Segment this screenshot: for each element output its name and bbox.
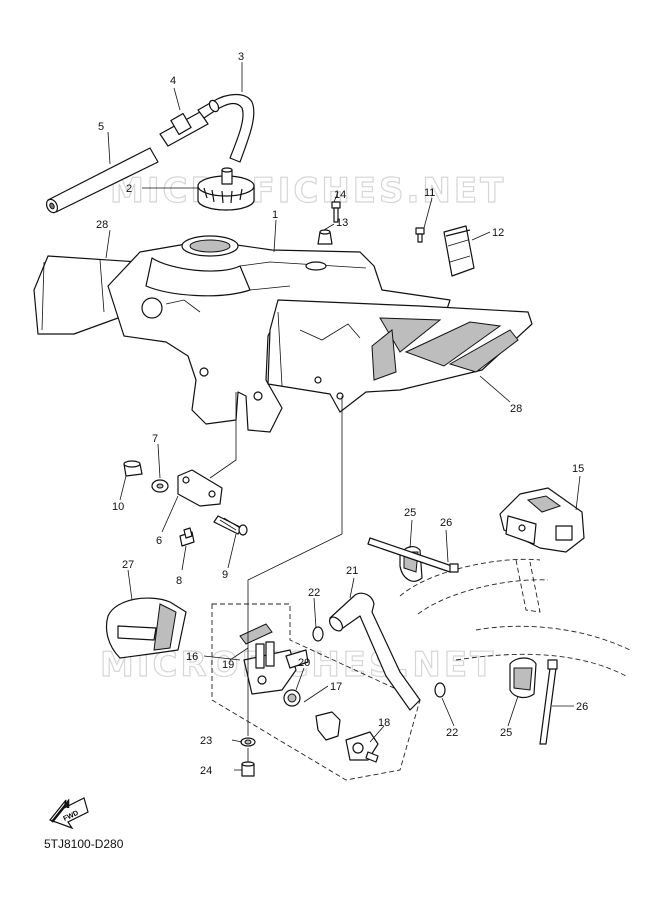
callout-25-upper: 25 <box>404 507 416 519</box>
callout-26-upper: 26 <box>440 517 452 529</box>
callout-8: 8 <box>176 575 182 587</box>
fuel-tank-1 <box>33 235 533 433</box>
callout-4: 4 <box>170 75 176 87</box>
damper-13 <box>317 229 333 245</box>
bolt-9 <box>213 515 248 536</box>
callout-20: 20 <box>298 657 310 669</box>
bracket-15 <box>499 487 585 553</box>
bolt-24 <box>241 761 255 777</box>
callout-14: 14 <box>334 189 346 201</box>
fuel-cap-2 <box>197 167 255 211</box>
callout-6: 6 <box>156 535 162 547</box>
callout-25-lower: 25 <box>500 727 512 739</box>
callout-26-lower: 26 <box>576 701 588 713</box>
fwd-arrow-icon: FWD <box>49 797 89 830</box>
lever-19 <box>239 623 273 645</box>
callout-22-upper: 22 <box>308 587 320 599</box>
bracket-6 <box>177 469 223 507</box>
callout-15: 15 <box>572 463 584 475</box>
callout-3: 3 <box>238 51 244 63</box>
callout-5: 5 <box>98 121 104 133</box>
breather-hose-3 <box>208 93 255 163</box>
callout-1: 1 <box>272 209 278 221</box>
washer-23 <box>240 737 256 747</box>
callout-28-right: 28 <box>510 403 522 415</box>
clip-22-lower <box>434 682 446 698</box>
callout-19: 19 <box>222 659 234 671</box>
bolt-14 <box>331 201 341 223</box>
plate-18 <box>345 731 379 763</box>
callout-13: 13 <box>336 217 348 229</box>
callout-12: 12 <box>492 227 504 239</box>
damper-7 <box>151 479 169 493</box>
check-valve-4 <box>159 101 217 147</box>
callout-2: 2 <box>126 183 132 195</box>
cable-tie-26-lower <box>539 659 558 745</box>
cable-tie-26-upper <box>367 537 459 573</box>
callout-17: 17 <box>330 681 342 693</box>
fuel-cock-16 <box>243 641 309 695</box>
clip-22-upper <box>312 626 324 642</box>
frame-outline <box>399 558 631 677</box>
callout-9: 9 <box>222 569 228 581</box>
callout-23: 23 <box>200 735 212 747</box>
bracket-12 <box>443 225 475 277</box>
cover-27 <box>105 597 187 659</box>
diagram-code: 5TJ8100-D280 <box>44 837 124 851</box>
fuel-hose-21 <box>328 592 421 711</box>
bolt-11 <box>415 227 425 243</box>
callout-22-lower: 22 <box>446 727 458 739</box>
callout-18: 18 <box>378 717 390 729</box>
fuel-cock-box <box>211 603 421 781</box>
oring-20 <box>283 689 301 707</box>
callout-labels: 3 4 5 2 14 11 1 13 28 12 28 7 15 10 25 2… <box>96 51 588 777</box>
watermark-top: MICROFICHES.NET <box>110 171 506 211</box>
callout-28-left: 28 <box>96 219 108 231</box>
gasket-17 <box>315 711 341 741</box>
callout-10: 10 <box>112 501 124 513</box>
clamp-25-lower <box>509 657 537 699</box>
breather-hose-5 <box>45 147 159 214</box>
callout-27: 27 <box>122 559 134 571</box>
bolt-8 <box>179 527 195 547</box>
callout-24: 24 <box>200 765 212 777</box>
callout-11: 11 <box>424 187 435 199</box>
bolt-10 <box>123 460 143 477</box>
callout-7: 7 <box>152 433 158 445</box>
leader-lines <box>105 62 581 771</box>
callout-16: 16 <box>186 651 198 663</box>
callout-21: 21 <box>346 565 358 577</box>
